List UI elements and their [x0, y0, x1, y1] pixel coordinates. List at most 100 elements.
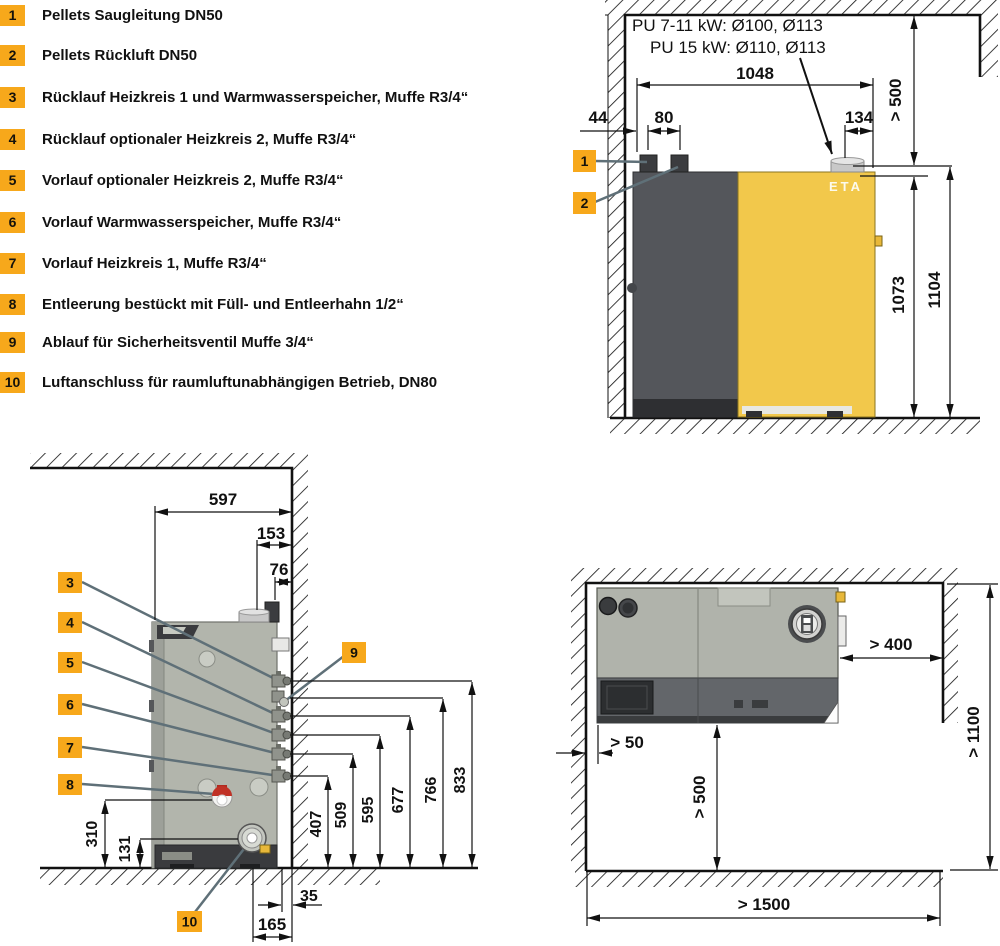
dim-front-clearance: > 500	[690, 775, 709, 818]
left-wall-hatch-top	[571, 583, 586, 871]
hopper-section	[632, 171, 739, 418]
legend-item-9: 9 Ablauf für Sicherheitsventil Muffe 3/4“	[0, 331, 314, 353]
control-detail-1	[734, 700, 743, 708]
legend-label-4: Rücklauf optionaler Heizkreis 2, Muffe R…	[42, 130, 357, 148]
air-connection	[237, 823, 271, 854]
side-callouts: 3 4 5 6 7 8 9 10	[58, 572, 366, 932]
base-foot-1	[170, 864, 194, 868]
dim-top-clearance: > 500	[886, 78, 905, 121]
dim-h-conn6: 509	[333, 802, 350, 829]
dim-flue-from-wall: 153	[257, 524, 285, 543]
side-view: 597 153 76 833 766 677 595 509 407 310 1…	[30, 453, 478, 942]
legend-badge-8: 8	[0, 293, 25, 315]
boiler-top	[596, 587, 847, 724]
eta-logo: ETA	[829, 179, 863, 194]
legend-item-4: 4 Rücklauf optionaler Heizkreis 2, Muffe …	[0, 128, 356, 150]
flue-top	[830, 157, 865, 165]
connection-9-safety-valve	[271, 690, 289, 707]
legend-label-10: Luftanschluss für raumluftunabhängigen B…	[42, 373, 438, 391]
hinge-bump	[627, 283, 637, 293]
floor-hatch	[40, 868, 380, 885]
plug-1	[198, 650, 216, 668]
dim-left-clearance: > 50	[610, 733, 644, 752]
side-knob	[874, 235, 883, 247]
junction-box	[271, 637, 290, 652]
dim-width: 1048	[736, 64, 774, 83]
base-foot-2	[240, 864, 260, 868]
legend-badge-5: 5	[0, 169, 25, 191]
legend-badge-7: 7	[0, 252, 25, 274]
flue-top-side	[238, 608, 270, 616]
legend-label-9: Ablauf für Sicherheitsventil Muffe 3/4“	[42, 333, 314, 351]
callout-5: 5	[66, 655, 74, 671]
plug-3	[249, 777, 269, 797]
callout-4: 4	[66, 615, 74, 631]
base-slot	[162, 852, 192, 860]
top-panel	[717, 587, 771, 607]
flue-note-arrow	[799, 57, 833, 155]
callout-2-leader	[594, 165, 679, 204]
boiler-side	[149, 601, 290, 869]
dim-h-conn7: 407	[308, 811, 325, 838]
dim-pipe-offset: 44	[589, 108, 608, 127]
connection-5	[271, 725, 292, 742]
front-base-strip	[597, 716, 838, 723]
foot-right	[827, 411, 843, 417]
front-dim-lines	[580, 16, 954, 417]
legend-badge-9: 9	[0, 331, 25, 353]
flue-note-line1: PU 7-11 kW: Ø100, Ø113	[632, 16, 823, 35]
callout-7: 7	[66, 740, 74, 756]
flue-slot-2	[803, 625, 811, 631]
dim-room-width: > 1500	[738, 895, 790, 914]
dim-pipe-spacing: 80	[655, 108, 674, 127]
dim-right-clearance: > 400	[869, 635, 912, 654]
hinge-2	[149, 700, 154, 712]
connection-3	[271, 671, 292, 688]
callout-1: 1	[581, 153, 589, 169]
dim-h-drain: 310	[84, 821, 101, 848]
dim-air-from-wall: 165	[258, 915, 286, 934]
drain-valve	[211, 785, 233, 808]
pellet-pipe-opening-1	[598, 596, 618, 616]
callout-8: 8	[66, 777, 74, 793]
ceiling-hatch	[605, 0, 980, 15]
callout-6: 6	[66, 697, 74, 713]
callout-1-leader	[594, 159, 648, 164]
top-wall-hatch	[571, 568, 958, 583]
dim-pipe-from-wall: 76	[270, 560, 289, 579]
legend-label-6: Vorlauf Warmwasserspeicher, Muffe R3/4“	[42, 213, 342, 231]
rear-connections	[211, 671, 292, 854]
dim-h-conn3: 833	[452, 767, 469, 794]
dim-h-conn5: 595	[360, 797, 377, 824]
side-knob-top	[835, 591, 846, 603]
wall-right-hatch	[292, 468, 308, 868]
dim-wall-gap: 35	[300, 888, 318, 905]
floor-hatch	[610, 418, 980, 434]
dim-h-air: 131	[117, 836, 134, 863]
wall-top-hatch	[30, 453, 308, 468]
legend-badge-2: 2	[0, 44, 25, 66]
pellet-pipe-inner	[622, 602, 634, 614]
legend-badge-4: 4	[0, 128, 25, 150]
connection-4	[271, 706, 292, 723]
pellet-suction-pipe	[639, 154, 658, 173]
front-view: ETA PU 7-11 kW: Ø100, Ø113 PU 15 kW: Ø11…	[573, 0, 998, 434]
right-wall-hatch	[980, 0, 998, 77]
hinge-3	[149, 760, 154, 772]
hinge-1	[149, 640, 154, 652]
dim-h-conn4: 677	[390, 787, 407, 814]
callout-2: 2	[581, 195, 589, 211]
right-wall-hatch-top	[943, 583, 958, 723]
callout-2-box	[573, 192, 596, 214]
dim-room-depth: > 1100	[964, 706, 983, 758]
dim-flue-offset: 134	[845, 108, 874, 127]
dim-h-conn9: 766	[423, 777, 440, 804]
front-boundary-hatch	[575, 871, 943, 887]
